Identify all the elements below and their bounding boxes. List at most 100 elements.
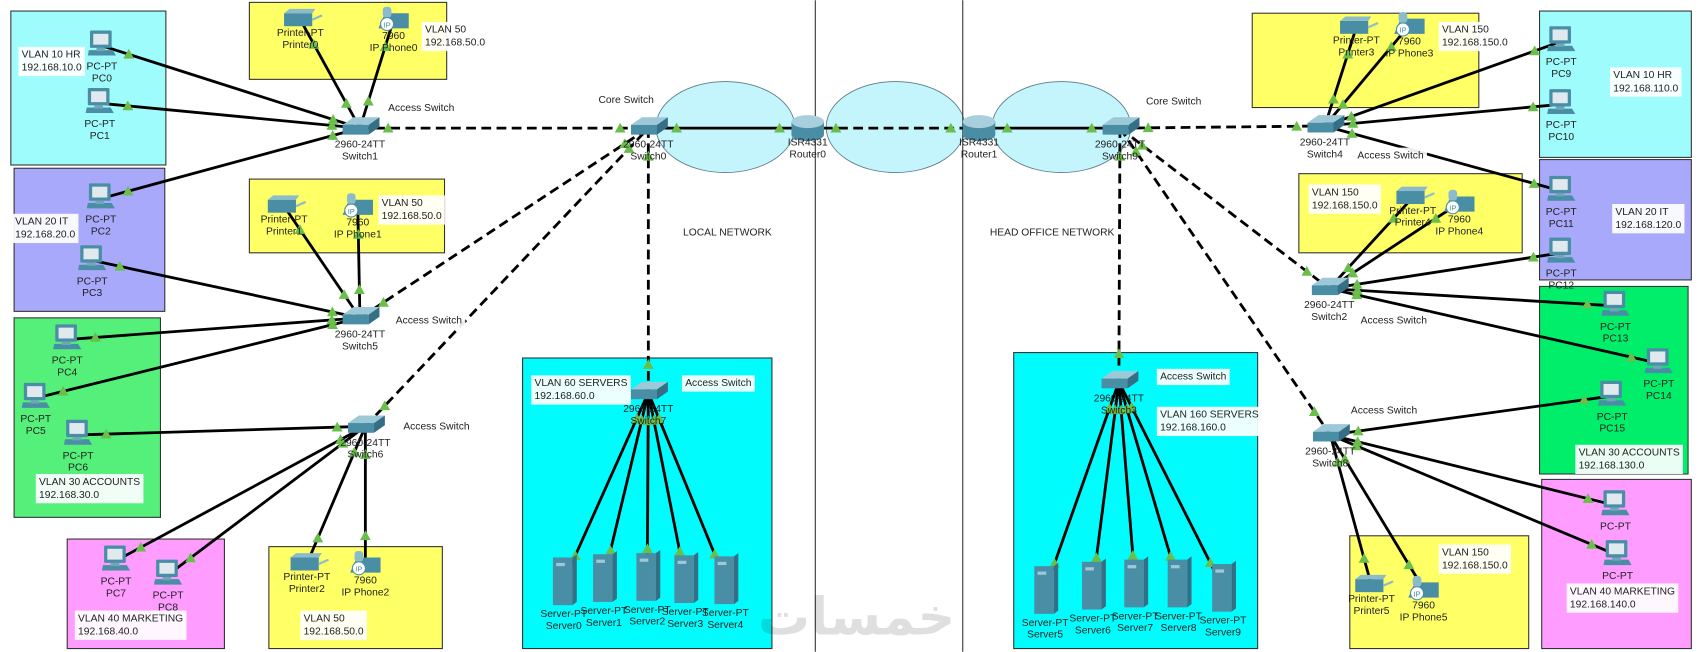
link-switch1-pc1[interactable] xyxy=(99,101,361,130)
link-switch2-pc14[interactable] xyxy=(1328,287,1660,365)
link-switch2-pc13[interactable] xyxy=(1329,287,1616,308)
link-switch1-printer0[interactable] xyxy=(299,19,362,129)
link-switch2-printer4[interactable] xyxy=(1328,196,1414,290)
link-switch5-pc3[interactable] xyxy=(91,259,361,320)
link-switch3-server9[interactable] xyxy=(1117,381,1225,589)
note-label[interactable]: Access Switch xyxy=(384,99,458,117)
link-switch8-pc16[interactable] xyxy=(1329,433,1616,507)
note-label[interactable]: Access Switch xyxy=(392,312,466,329)
note-label[interactable]: Core Switch xyxy=(1142,93,1205,110)
link-switch6-pc7[interactable] xyxy=(115,425,367,562)
link-switch3-server6[interactable] xyxy=(1091,381,1121,586)
link-switch7-server0[interactable] xyxy=(562,392,650,582)
link-switch4-pc10[interactable] xyxy=(1324,102,1562,128)
note-label[interactable]: Access Switch xyxy=(400,418,473,435)
note-label[interactable]: LOCAL NETWORK xyxy=(679,224,776,241)
link-switch6-switch0[interactable] xyxy=(364,127,650,428)
link-switch6-pc8[interactable] xyxy=(167,425,367,576)
link-switch3-server5[interactable] xyxy=(1043,381,1121,591)
link-switch9-switch3[interactable] xyxy=(1117,128,1122,382)
link-switch1-pc0[interactable] xyxy=(101,44,361,130)
link-switch3-server8[interactable] xyxy=(1117,381,1180,584)
note-label[interactable]: Access Switch xyxy=(1357,312,1431,329)
link-switch9-switch4[interactable] xyxy=(1119,124,1325,130)
link-switch5-pc4[interactable] xyxy=(67,316,361,341)
note-label[interactable]: Access Switch xyxy=(1347,402,1421,419)
note-label[interactable]: Access Switch xyxy=(1354,147,1427,164)
link-switch5-switch0[interactable] xyxy=(359,126,650,320)
link-switch4-printer3[interactable] xyxy=(1323,26,1358,127)
note-label[interactable]: Access Switch xyxy=(1156,368,1230,386)
link-switch5-printer1[interactable] xyxy=(282,205,362,319)
link-switch1-pc2[interactable] xyxy=(100,126,361,200)
link-switch4-phone3[interactable] xyxy=(1323,24,1411,127)
link-switch1-phone0[interactable] xyxy=(358,19,395,129)
link-switch9-switch2[interactable] xyxy=(1119,127,1331,290)
note-label[interactable]: Core Switch xyxy=(595,92,658,109)
link-switch5-pc5[interactable] xyxy=(35,316,361,400)
link-switch9-switch8[interactable] xyxy=(1118,127,1332,436)
link-switch8-pc15[interactable] xyxy=(1330,394,1613,437)
link-switch4-pc11[interactable] xyxy=(1324,124,1562,193)
link-switch7-server4[interactable] xyxy=(647,392,727,581)
